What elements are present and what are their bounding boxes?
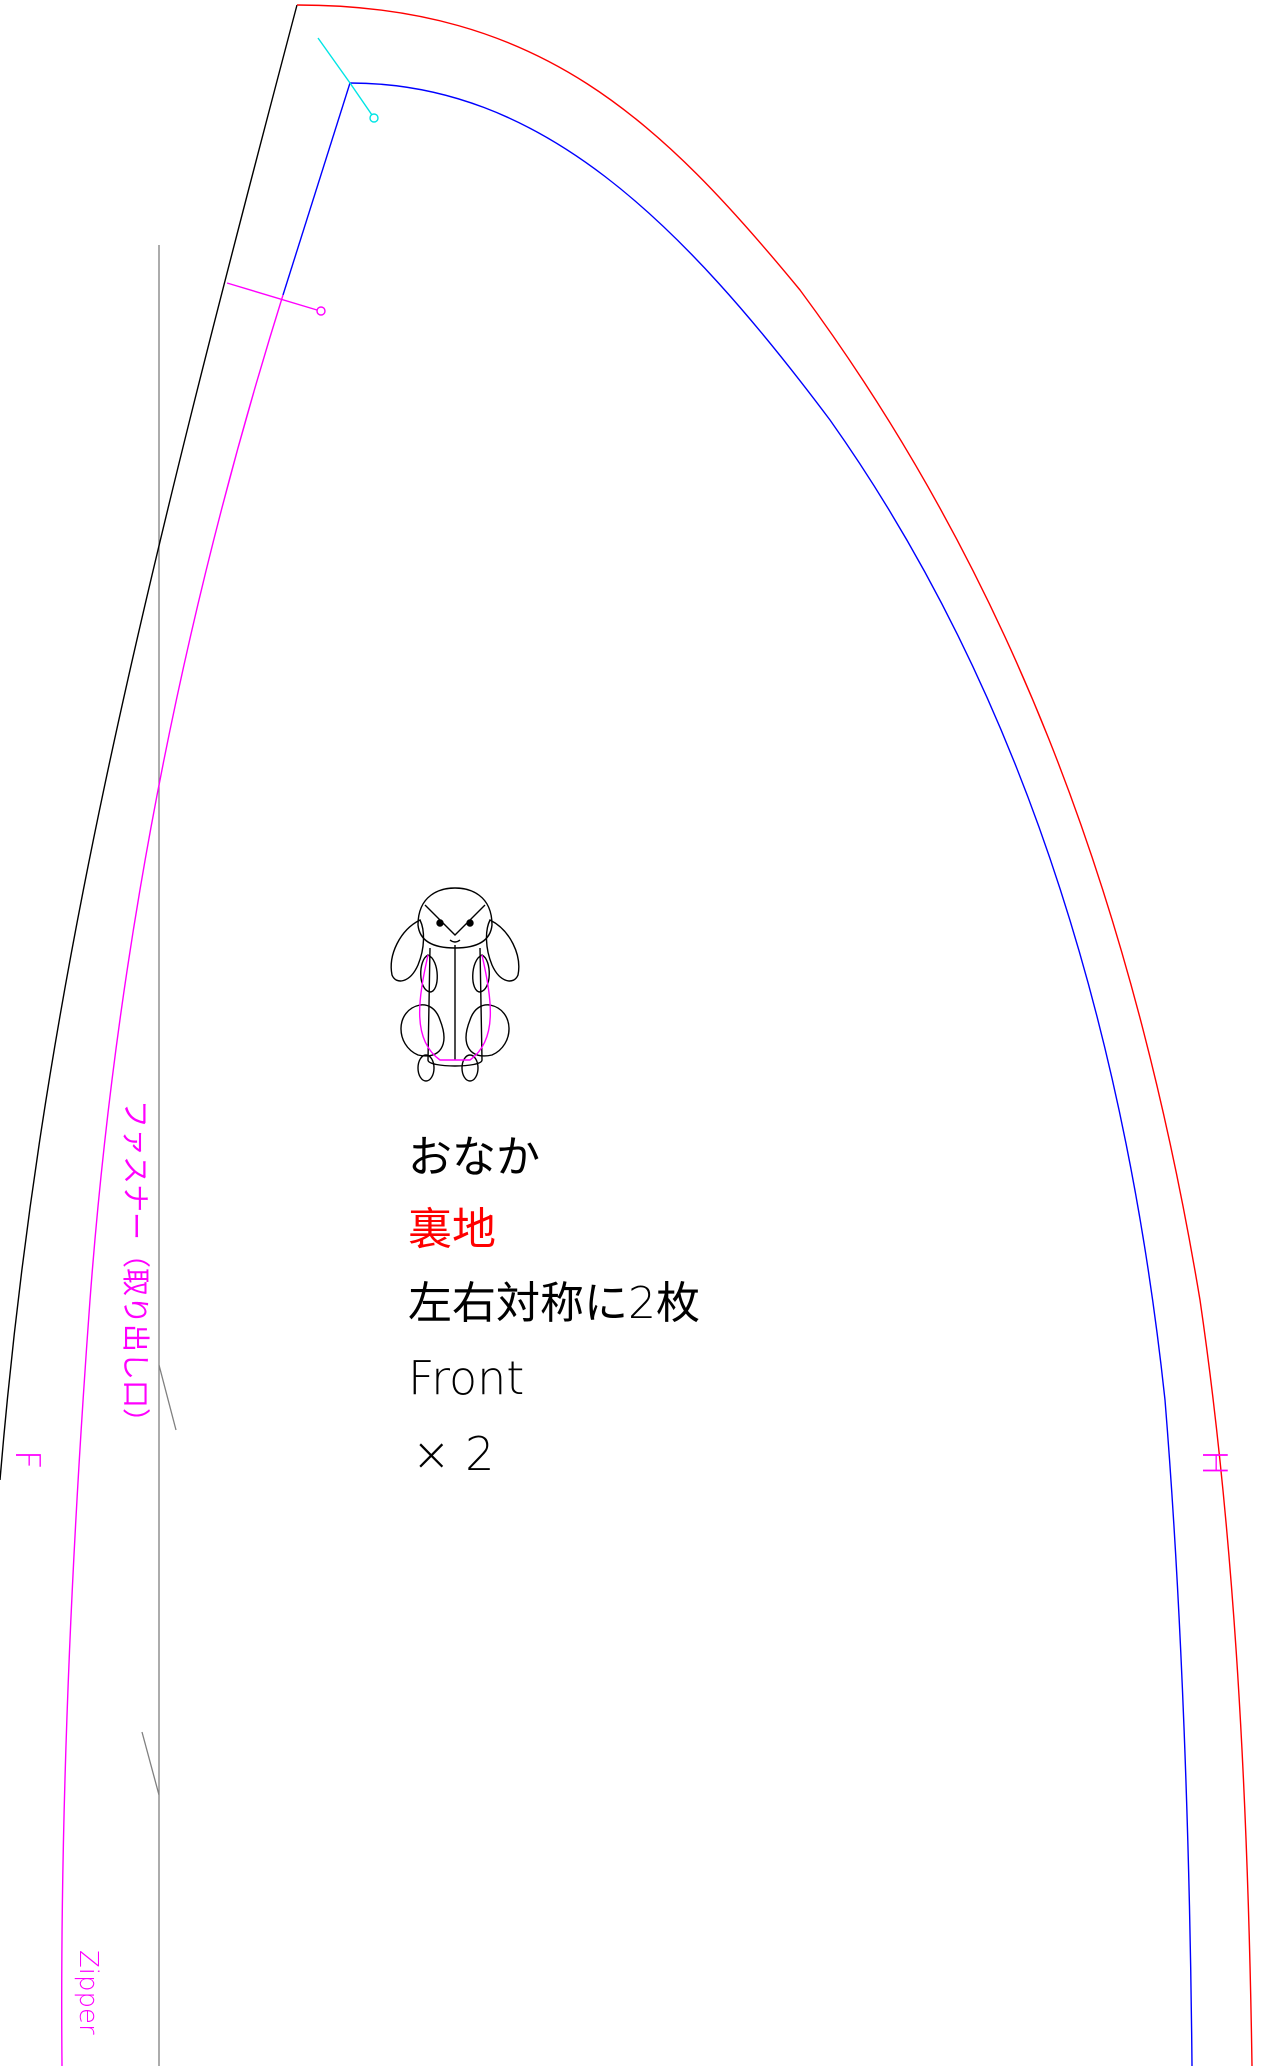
cut-line-left xyxy=(0,4,298,1481)
seam-line-upper-left xyxy=(282,82,351,296)
zipper-label-en: Zipper xyxy=(73,1950,103,2035)
lining-label-ja: 裏地 xyxy=(408,1204,496,1255)
cut-count-en: × 2 xyxy=(412,1427,494,1481)
cut-line-right xyxy=(296,4,1253,2066)
seam-line-zipper xyxy=(61,294,284,2066)
piece-name-ja: おなか xyxy=(408,1132,540,1183)
rabbit-front-panel xyxy=(418,954,492,1061)
seam-line-right xyxy=(349,82,1193,2066)
notch-top xyxy=(317,37,379,123)
zipper-label-ja: ファスナー（取り出し口） xyxy=(119,1100,152,1436)
notch-side xyxy=(226,282,326,316)
left-edge-mark: F xyxy=(7,1450,47,1470)
right-edge-mark: H xyxy=(1194,1450,1234,1476)
piece-name-en: Front xyxy=(408,1351,524,1405)
cut-instruction-ja: 左右対称に2枚 xyxy=(408,1278,700,1329)
rabbit-icon xyxy=(390,887,520,1082)
